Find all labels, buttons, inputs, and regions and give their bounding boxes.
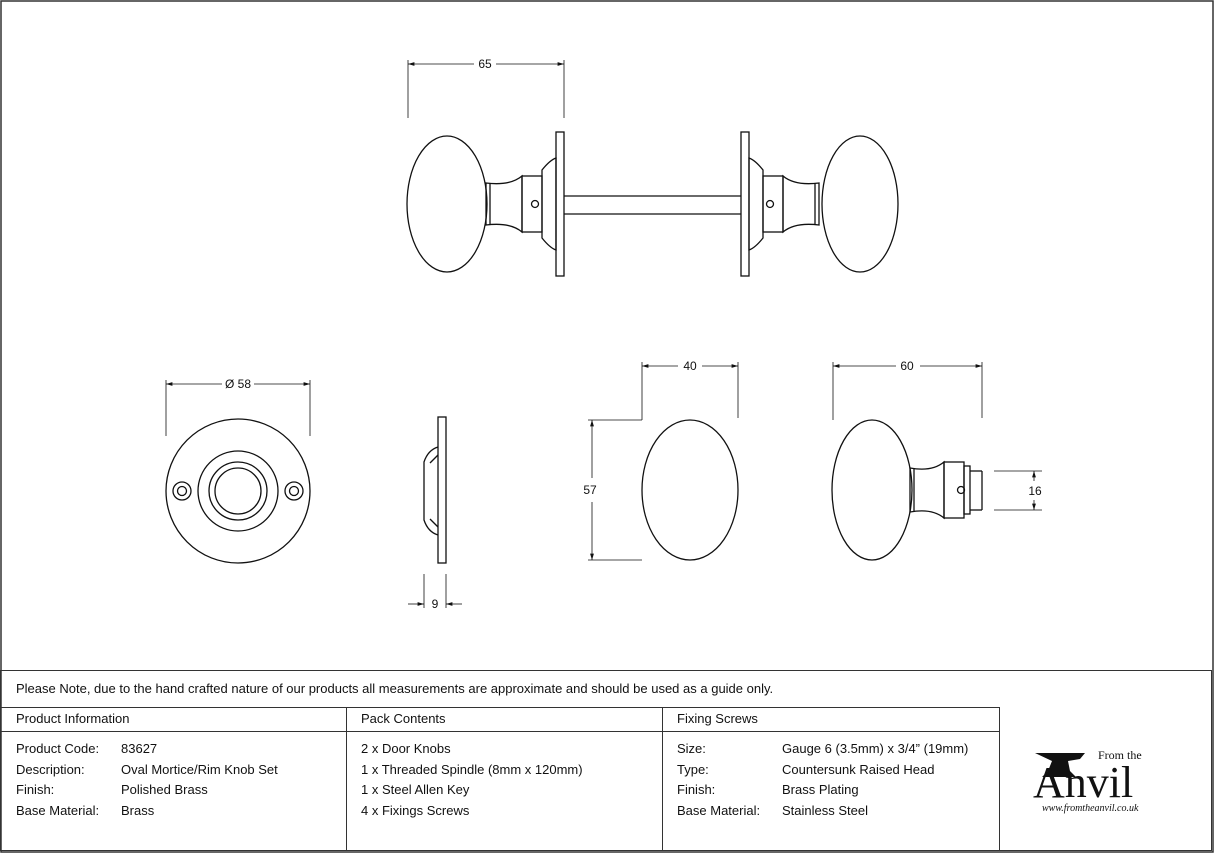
anvil-icon	[1035, 753, 1085, 777]
dim-rose-depth: 9	[432, 597, 439, 611]
screw-label: Size:	[677, 741, 706, 756]
pack-item: 4 x Fixings Screws	[361, 803, 470, 818]
screw-label: Type:	[677, 762, 709, 777]
pack-item: 2 x Door Knobs	[361, 741, 451, 756]
screw-label: Base Material:	[677, 803, 761, 818]
rose-side-view	[408, 416, 462, 608]
product-info-label: Finish:	[16, 782, 55, 797]
screw-value: Stainless Steel	[782, 803, 868, 818]
fixing-screws-title: Fixing Screws	[677, 711, 758, 726]
product-info-value: Polished Brass	[121, 782, 208, 797]
screw-label: Finish:	[677, 782, 716, 797]
screw-value: Gauge 6 (3.5mm) x 3/4” (19mm)	[782, 741, 969, 756]
logo-brand: Anvil	[1033, 758, 1133, 807]
pack-contents-title: Pack Contents	[361, 711, 446, 726]
disclaimer-note: Please Note, due to the hand crafted nat…	[16, 681, 774, 696]
anvil-logo: From the Anvil www.fromtheanvil.co.uk	[1033, 748, 1142, 814]
divider	[1, 707, 1000, 708]
knob-side-view	[831, 362, 1042, 561]
knob-front-view	[588, 362, 739, 561]
dim-knob-width: 40	[683, 359, 697, 373]
dim-neck-diameter: 16	[1028, 484, 1042, 498]
product-info-value: Brass	[121, 803, 155, 818]
assembly-view	[406, 60, 899, 277]
product-info-value: Oval Mortice/Rim Knob Set	[121, 762, 278, 777]
dim-knob-projection: 60	[900, 359, 914, 373]
pack-item: 1 x Steel Allen Key	[361, 782, 470, 797]
rose-front-view	[165, 380, 311, 564]
divider	[346, 707, 347, 851]
product-info-title: Product Information	[16, 711, 130, 726]
product-info-label: Base Material:	[16, 803, 100, 818]
dim-knob-spread: 65	[478, 57, 492, 71]
logo-url: www.fromtheanvil.co.uk	[1042, 803, 1139, 814]
screw-value: Countersunk Raised Head	[782, 762, 935, 777]
divider	[662, 707, 663, 851]
screw-value: Brass Plating	[782, 782, 859, 797]
info-table: Please Note, due to the hand crafted nat…	[0, 670, 1212, 851]
divider	[999, 707, 1000, 851]
dim-knob-height: 57	[583, 483, 597, 497]
divider	[1, 731, 1000, 732]
dim-rose-diameter: Ø 58	[225, 377, 251, 391]
pack-item: 1 x Threaded Spindle (8mm x 120mm)	[361, 762, 583, 777]
product-info-label: Description:	[16, 762, 85, 777]
product-info-label: Product Code:	[16, 741, 100, 756]
logo-from-the: From the	[1098, 748, 1142, 762]
product-info-value: 83627	[121, 741, 158, 756]
